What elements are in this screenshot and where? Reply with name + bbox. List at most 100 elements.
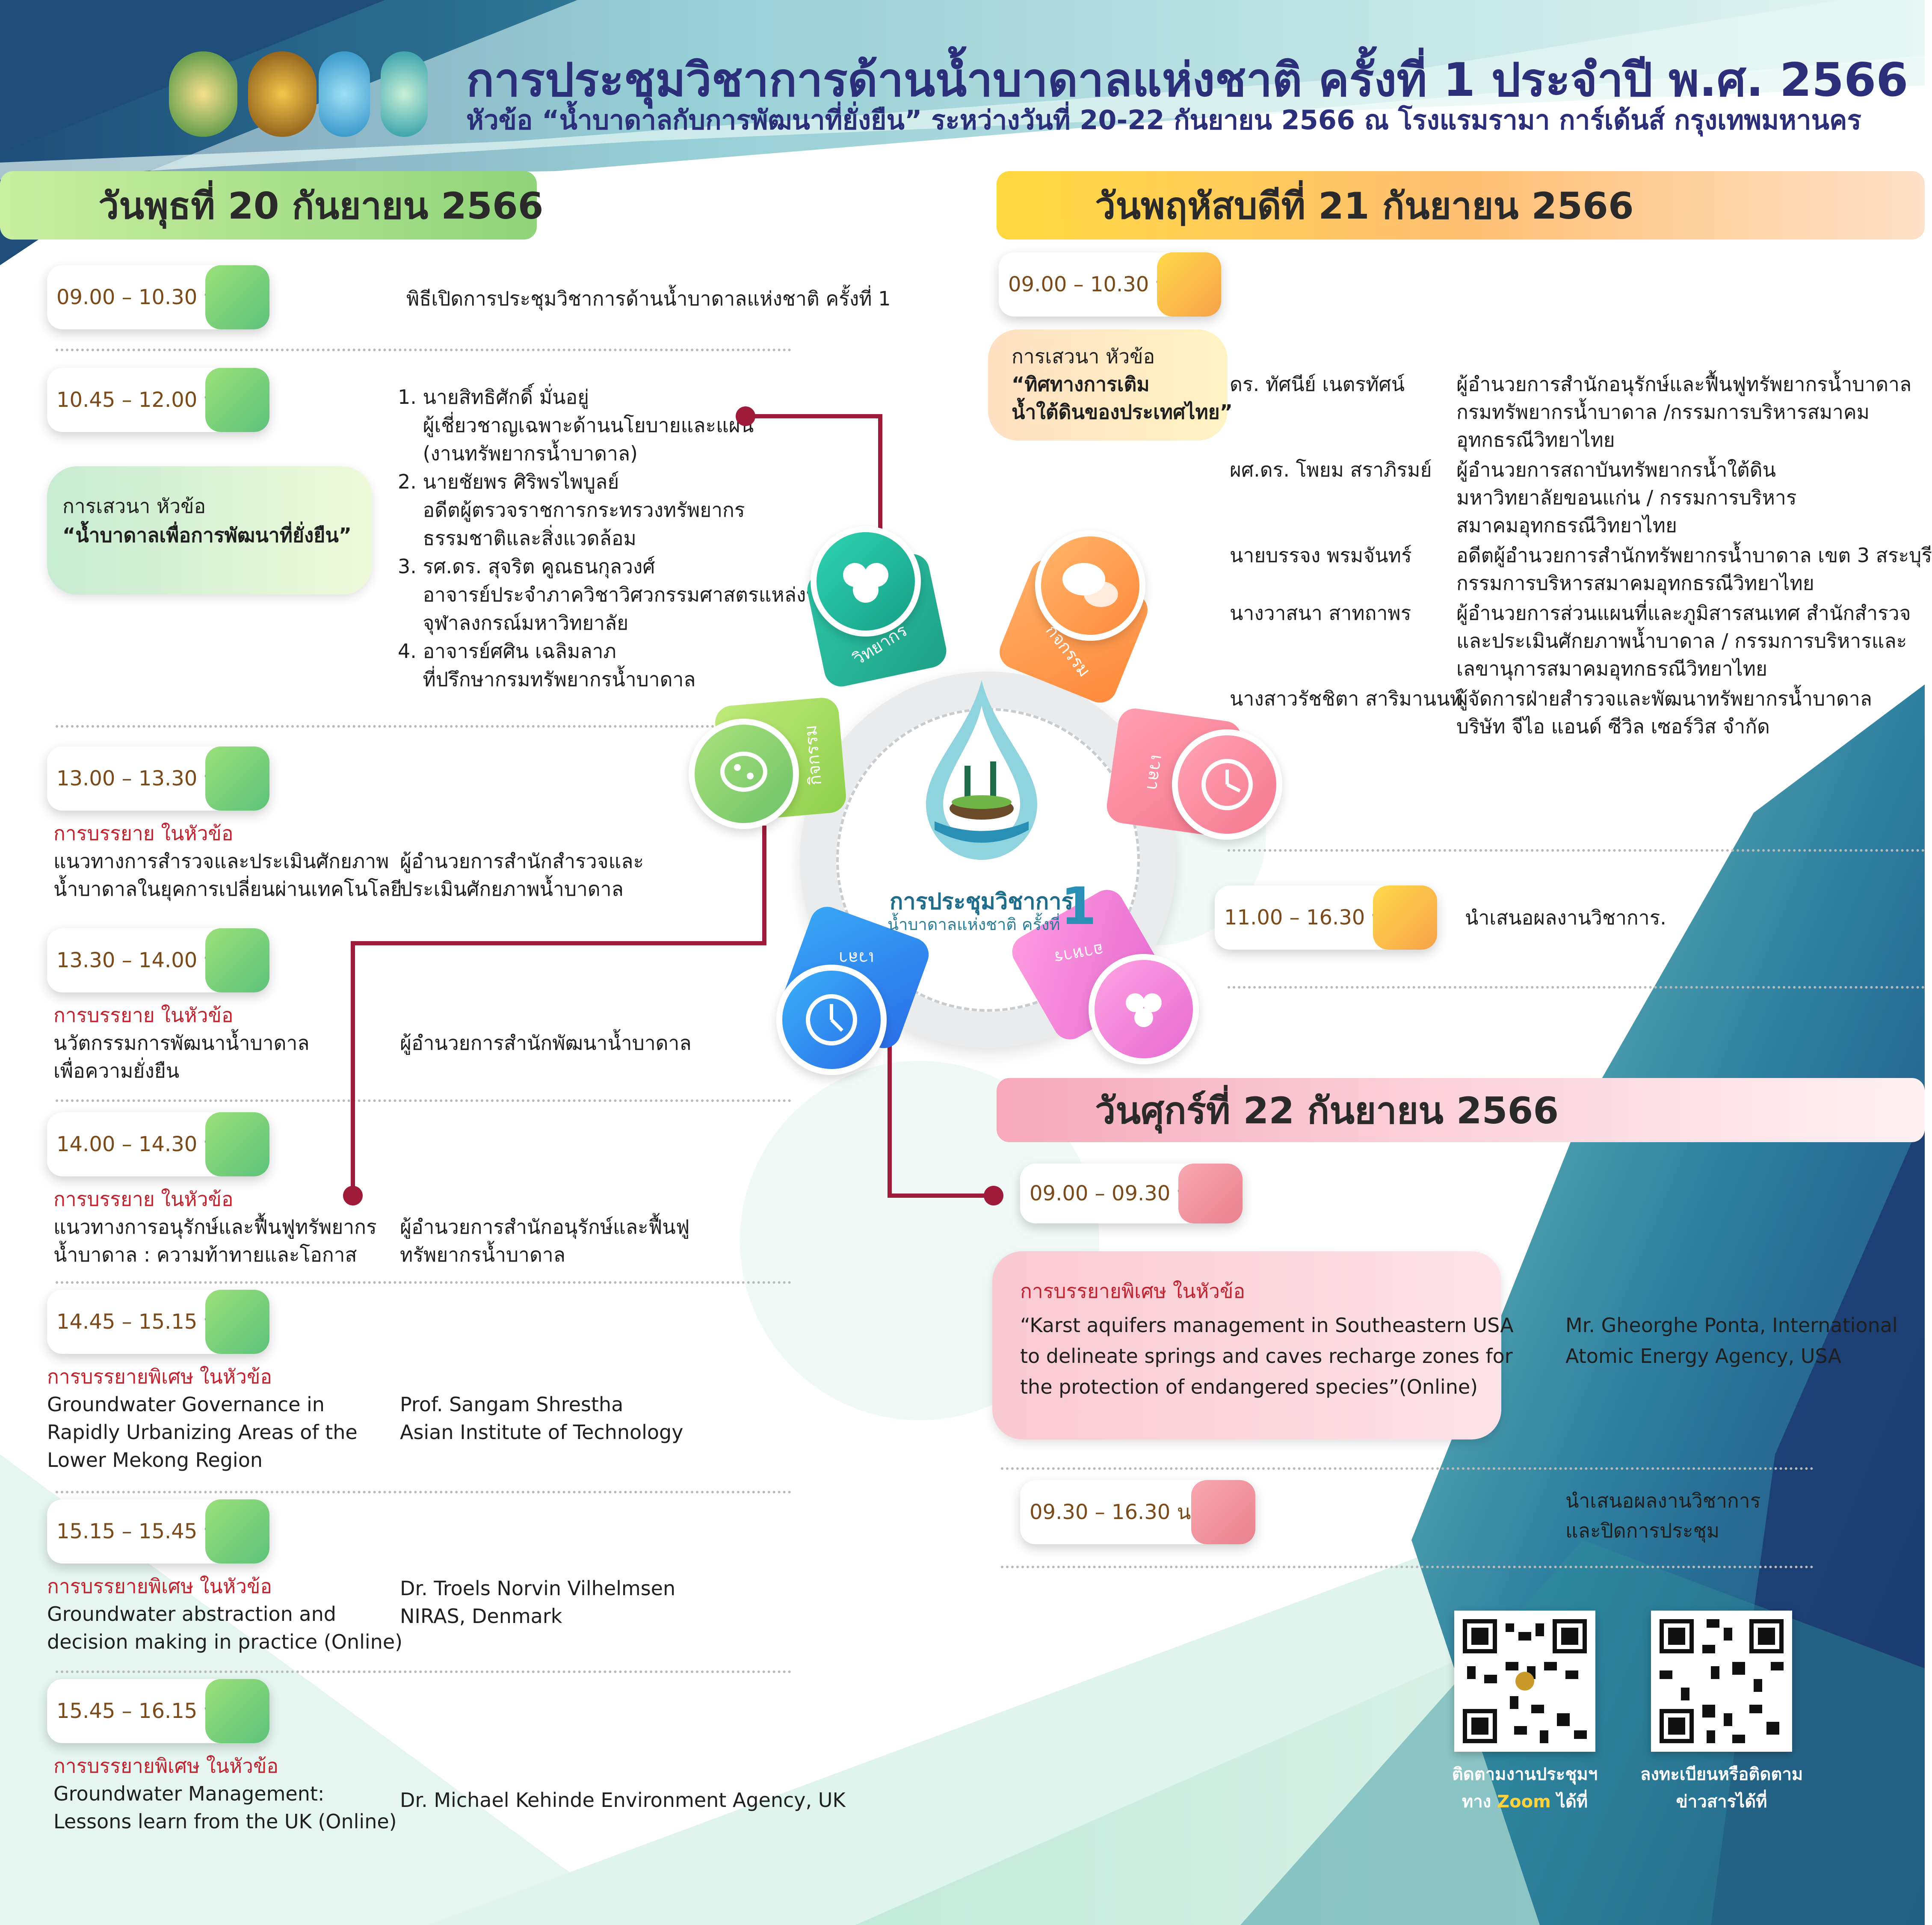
panelist-role: ผู้อำนวยการสถาบันทรัพยากรน้ำใต้ดิน (1456, 458, 1776, 481)
day1-session1-time: 09.00 – 10.30 น. (47, 265, 269, 329)
day2-session2-time: 11.00 – 16.30 น. (1215, 886, 1437, 950)
day1-panel-speakers: 1. นายสิทธิศักดิ์ มั่นอยู่ ผู้เชี่ยวชาญเ… (398, 383, 831, 693)
speaker-line: ที่ปรึกษากรมทรัพยากรน้ำบาดาล (398, 668, 696, 691)
day2-heading: วันพฤหัสบดีที่ 21 กันยายน 2566 (997, 171, 1925, 240)
day3-session2-desc: นำเสนอผลงานวิชาการ (1565, 1489, 1761, 1512)
lecture-label: การบรรยายพิเศษ ในหัวข้อ (53, 1754, 279, 1777)
lecture-speaker: Dr. Michael Kehinde Environment Agency, … (400, 1789, 846, 1812)
day1-session2-time: 10.45 – 12.00 น. (47, 368, 269, 432)
day1-panel-topic-box: การเสวนา หัวข้อ “น้ำบาดาลเพื่อการพัฒนาที… (47, 466, 372, 595)
logo-department (248, 51, 317, 137)
time-tab (205, 746, 269, 811)
lecture-topic: Groundwater Management: (53, 1782, 325, 1805)
panelist-role: เลขานุการสมาคมอุทกธรณีวิทยาไทย (1456, 657, 1767, 680)
divider (1228, 986, 1925, 989)
lecture-speaker: Atomic Energy Agency, USA (1565, 1345, 1842, 1368)
lecture-label: การบรรยาย ในหัวข้อ (53, 822, 234, 845)
petal-label: กิจกรรม (800, 724, 826, 786)
lecture-topic: the protection of endangered species”(On… (1020, 1375, 1478, 1398)
lecture-topic: แนวทางการสำรวจและประเมินศักยภาพ (53, 850, 389, 873)
speaker-line: 4. อาจารย์ศศิน เฉลิมลาภ (398, 640, 616, 663)
topic-prefix: การเสวนา หัวข้อ (62, 495, 206, 518)
zoom-qr-code[interactable] (1454, 1611, 1595, 1752)
day1-heading-text: วันพุธที่ 20 กันยายน 2566 (98, 184, 544, 228)
zoom-caption-post: ได้ที่ (1550, 1792, 1588, 1812)
time-tab (1178, 1164, 1243, 1223)
panelist-role: ผู้อำนวยการส่วนแผนที่และภูมิสารสนเทศ สำน… (1456, 601, 1911, 625)
time-tab (205, 1679, 269, 1743)
speaker-line: ธรรมชาติและสิ่งแวดล้อม (398, 527, 636, 550)
wheel-center-title: การประชุมวิชาการ (890, 889, 1074, 915)
register-qr-code[interactable] (1651, 1611, 1792, 1752)
speaker-line: (งานทรัพยากรน้ำบาดาล) (398, 442, 638, 465)
speaker-line: 3. รศ.ดร. สุจริต คูณธนกุลวงศ์ (398, 555, 655, 578)
petal-label: เวลา (1142, 753, 1167, 792)
activity-icon (689, 719, 799, 829)
wheel-center-number: 1 (1061, 877, 1097, 936)
day3-heading-text: วันศุกร์ที่ 22 กันยายน 2566 (1095, 1089, 1559, 1132)
chat-icon (1035, 530, 1145, 641)
zoom-qr-caption: ติดตามงานประชุมฯ ทาง Zoom ได้ที่ (1431, 1760, 1619, 1815)
time-text: 13.30 – 14.00 น. (56, 948, 225, 972)
panelist-role: มหาวิทยาลัยขอนแก่น / กรรมการบริหาร (1456, 486, 1797, 509)
divider (1001, 1566, 1814, 1568)
topic-title: “ทิศทางการเติม (1012, 373, 1150, 396)
panelist-role: อดีตผู้อำนวยการสำนักทรัพยากรน้ำบาดาล เขต… (1456, 544, 1932, 567)
logo-conference (381, 51, 428, 137)
time-text: 14.00 – 14.30 น. (56, 1132, 225, 1156)
day2-session1-time: 09.00 – 10.30 น. (999, 252, 1221, 317)
logo-ministry (169, 51, 237, 137)
day3-heading: วันศุกร์ที่ 22 กันยายน 2566 (997, 1078, 1925, 1142)
time-text: 13.00 – 13.30 น. (56, 767, 225, 791)
connector-line (351, 941, 766, 945)
panelist-role: ผู้อำนวยการสำนักอนุรักษ์และฟื้นฟูทรัพยาก… (1456, 373, 1912, 396)
time-tab (205, 265, 269, 329)
zoom-caption-line1: ติดตามงานประชุมฯ (1452, 1765, 1598, 1784)
divider (56, 1491, 791, 1493)
day2-panel-topic-box: การเสวนา หัวข้อ “ทิศทางการเติม น้ำใต้ดิน… (988, 329, 1233, 441)
divider (1228, 849, 1925, 852)
logo-water-drop (319, 51, 370, 137)
panelist-name: ดร. ทัศนีย์ เนตรทัศน์ (1230, 373, 1405, 396)
lecture-speaker: NIRAS, Denmark (400, 1605, 562, 1628)
panelist-role: และประเมินศักยภาพน้ำบาดาล / กรรมการบริหา… (1456, 629, 1907, 652)
lecture-label: การบรรยาย ในหัวข้อ (53, 1004, 234, 1027)
zoom-caption-highlight: Zoom (1497, 1792, 1551, 1812)
food-icon (1089, 954, 1199, 1064)
time-text: 15.15 – 15.45 น. (56, 1519, 225, 1543)
day2-heading-text: วันพฤหัสบดีที่ 21 กันยายน 2566 (1095, 184, 1634, 228)
day3-session2-desc: และปิดการประชุม (1565, 1519, 1720, 1542)
speaker-line: ผู้เชี่ยวชาญเฉพาะด้านนโยบายและแผน (398, 414, 754, 437)
time-tab (205, 1499, 269, 1564)
day1-session7-time: 15.15 – 15.45 น. (47, 1499, 269, 1564)
conference-logo-drop (917, 680, 1046, 860)
lecture-topic: Rapidly Urbanizing Areas of the (47, 1421, 358, 1444)
day1-session4-time: 13.30 – 14.00 น. (47, 928, 269, 992)
connector-line (762, 826, 766, 945)
lecture-topic: น้ำบาดาล : ความท้าทายและโอกาส (53, 1243, 357, 1266)
lecture-speaker: Dr. Troels Norvin Vilhelmsen (400, 1577, 676, 1600)
lecture-topic: “Karst aquifers management in Southeaste… (1020, 1314, 1514, 1337)
clock-icon-right (1172, 729, 1282, 840)
connector-dot (984, 1186, 1003, 1205)
panelist-role: กรมทรัพยากรน้ำบาดาล /กรรมการบริหารสมาคม (1456, 400, 1870, 424)
lecture-speaker: ทรัพยากรน้ำบาดาล (400, 1243, 565, 1266)
speaker-line: 1. นายสิทธิศักดิ์ มั่นอยู่ (398, 385, 589, 409)
divider (56, 1281, 791, 1284)
speaker-line: อาจารย์ประจำภาควิชาวิศวกรรมศาสตรแหล่งน้ำ (398, 583, 831, 606)
topic-prefix: การเสวนา หัวข้อ (1012, 345, 1155, 368)
connector-dot (343, 1186, 363, 1205)
speaker-line: อดีตผู้ตรวจราชการกระทรวงทรัพยากร (398, 498, 745, 521)
time-text: 09.00 – 10.30 น. (1008, 272, 1176, 296)
register-caption-line2: ข่าวสารได้ที่ (1676, 1792, 1767, 1812)
panelist-role: กรรมการบริหารสมาคมอุทกธรณีวิทยาไทย (1456, 572, 1814, 595)
lecture-topic: Groundwater abstraction and (47, 1602, 336, 1626)
panelist-role: อุทกธรณีวิทยาไทย (1456, 428, 1615, 451)
divider (56, 1670, 791, 1673)
lecture-label: การบรรยายพิเศษ ในหัวข้อ (1020, 1279, 1246, 1303)
page-subtitle: หัวข้อ “น้ำบาดาลกับการพัฒนาที่ยั่งยืน” ร… (466, 104, 1861, 136)
lecture-speaker: Prof. Sangam Shrestha (400, 1393, 624, 1416)
register-caption-line1: ลงทะเบียนหรือติดตาม (1640, 1765, 1803, 1784)
register-qr-caption: ลงทะเบียนหรือติดตาม ข่าวสารได้ที่ (1625, 1760, 1818, 1815)
lecture-topic: แนวทางการอนุรักษ์และฟื้นฟูทรัพยากร (53, 1215, 377, 1238)
